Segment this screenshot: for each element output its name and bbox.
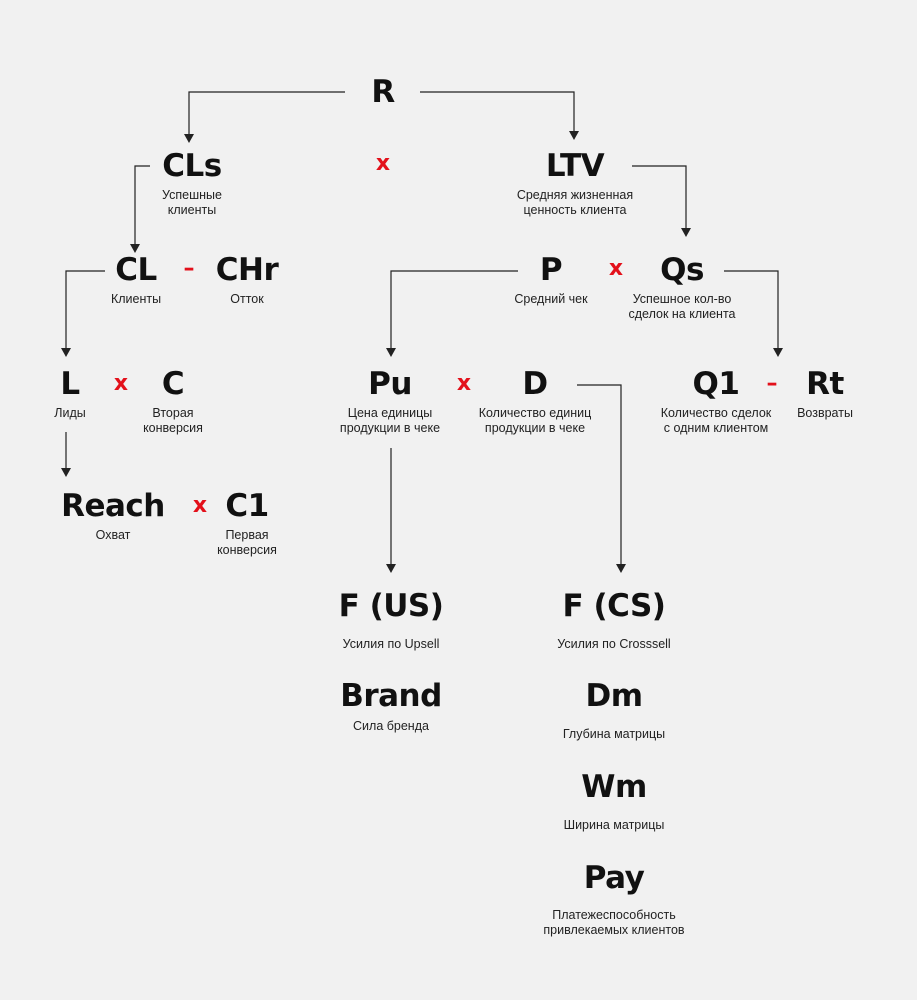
node-l: L Лиды xyxy=(30,366,110,421)
node-brand-caption: Сила бренда xyxy=(353,719,429,733)
connector-ltv-qs xyxy=(632,165,687,230)
node-brand: Brand Сила бренда xyxy=(316,678,466,734)
arrowhead-pu xyxy=(386,348,396,357)
connector-r-ltv xyxy=(420,91,575,133)
arrowhead-reach xyxy=(61,468,71,477)
node-pay-caption: Платежеспособность привлекаемых клиентов xyxy=(543,908,685,937)
node-qs-caption: Успешное кол-во сделок на клиента xyxy=(628,292,736,321)
node-fcs-caption: Усилия по Crosssell xyxy=(557,637,671,651)
node-l-caption: Лиды xyxy=(54,406,86,420)
node-qs: Qs Успешное кол-во сделок на клиента xyxy=(612,252,752,322)
arrowhead-fus xyxy=(386,564,396,573)
node-fus: F (US) Усилия по Upsell xyxy=(316,588,466,652)
operator-l-c: x xyxy=(113,371,129,396)
node-rt: Rt Возвраты xyxy=(780,366,870,421)
node-pay: Pay Платежеспособность привлекаемых клие… xyxy=(514,860,714,938)
node-rt-label: Rt xyxy=(806,366,844,402)
node-chr-caption: Отток xyxy=(230,292,264,306)
node-cl: CL Клиенты xyxy=(86,252,186,307)
arrowhead-q1 xyxy=(773,348,783,357)
connector-cls-cl xyxy=(134,165,150,246)
node-ltv-label: LTV xyxy=(545,148,605,184)
node-c-label: C xyxy=(161,366,185,402)
node-pu-label: Pu xyxy=(368,366,412,402)
operator-cls-ltv: x xyxy=(375,151,391,176)
operator-q1-rt: – xyxy=(766,371,778,396)
node-p: P Средний чек xyxy=(496,252,606,307)
node-fcs-label: F (CS) xyxy=(562,588,666,624)
node-fus-label: F (US) xyxy=(338,588,444,624)
arrowhead-cl xyxy=(130,244,140,253)
node-wm-label: Wm xyxy=(581,769,647,805)
node-fcs: F (CS) Усилия по Crosssell xyxy=(534,588,694,652)
node-cl-label: CL xyxy=(115,252,157,288)
node-dm: Dm Глубина матрицы xyxy=(534,678,694,742)
node-c1-caption: Первая конверсия xyxy=(217,528,277,557)
node-dm-caption: Глубина матрицы xyxy=(562,727,666,741)
arrowhead-cls xyxy=(184,134,194,143)
node-q1: Q1 Количество сделок с одним клиентом xyxy=(646,366,786,436)
node-pay-label: Pay xyxy=(583,860,645,896)
node-dm-label: Dm xyxy=(585,678,643,714)
node-cl-caption: Клиенты xyxy=(110,292,162,306)
node-rt-caption: Возвраты xyxy=(797,406,853,420)
node-pu: Pu Цена единицы продукции в чеке xyxy=(320,366,460,436)
node-pu-caption: Цена единицы продукции в чеке xyxy=(339,406,441,435)
node-wm-caption: Ширина матрицы xyxy=(563,818,665,832)
node-q1-label: Q1 xyxy=(692,366,740,402)
node-ltv: LTV Средняя жизненная ценность клиента xyxy=(490,148,660,218)
node-p-caption: Средний чек xyxy=(514,292,588,306)
operator-cl-chr: – xyxy=(183,256,195,281)
arrowhead-ltv xyxy=(569,131,579,140)
node-wm: Wm Ширина матрицы xyxy=(534,769,694,833)
node-c: C Вторая конверсия xyxy=(128,366,218,436)
arrowhead-qs xyxy=(681,228,691,237)
node-p-label: P xyxy=(539,252,563,288)
node-d-label: D xyxy=(522,366,548,402)
node-l-label: L xyxy=(60,366,80,402)
connector-r-cls xyxy=(188,91,345,136)
node-c1: C1 Первая конверсия xyxy=(207,488,287,558)
operator-reach-c1: x xyxy=(192,493,208,518)
node-brand-label: Brand xyxy=(340,678,442,714)
node-reach-caption: Охват xyxy=(95,528,131,542)
connector-p-pu xyxy=(390,270,518,350)
arrowhead-fcs xyxy=(616,564,626,573)
operator-pu-d: x xyxy=(456,371,472,396)
node-ltv-caption: Средняя жизненная ценность клиента xyxy=(516,188,634,217)
node-c-caption: Вторая конверсия xyxy=(143,406,203,435)
node-reach-label: Reach xyxy=(61,488,165,524)
arrowhead-l xyxy=(61,348,71,357)
connector-qs-q1 xyxy=(724,270,779,350)
node-d: D Количество единиц продукции в чеке xyxy=(465,366,605,436)
node-reach: Reach Охват xyxy=(48,488,178,543)
operator-p-qs: x xyxy=(608,256,624,281)
node-fus-caption: Усилия по Upsell xyxy=(342,637,440,651)
node-r: R xyxy=(333,74,433,110)
node-r-label: R xyxy=(371,74,395,110)
connector-cl-l xyxy=(65,270,105,350)
connector-d-fcs xyxy=(577,384,622,566)
node-cls-label: CLs xyxy=(162,148,222,184)
node-c1-label: C1 xyxy=(225,488,269,524)
node-chr-label: CHr xyxy=(215,252,279,288)
node-chr: CHr Отток xyxy=(197,252,297,307)
node-d-caption: Количество единиц продукции в чеке xyxy=(478,406,592,435)
node-cls: CLs Успешные клиенты xyxy=(117,148,267,218)
node-q1-caption: Количество сделок с одним клиентом xyxy=(660,406,772,435)
node-cls-caption: Успешные клиенты xyxy=(162,188,222,217)
node-qs-label: Qs xyxy=(660,252,704,288)
